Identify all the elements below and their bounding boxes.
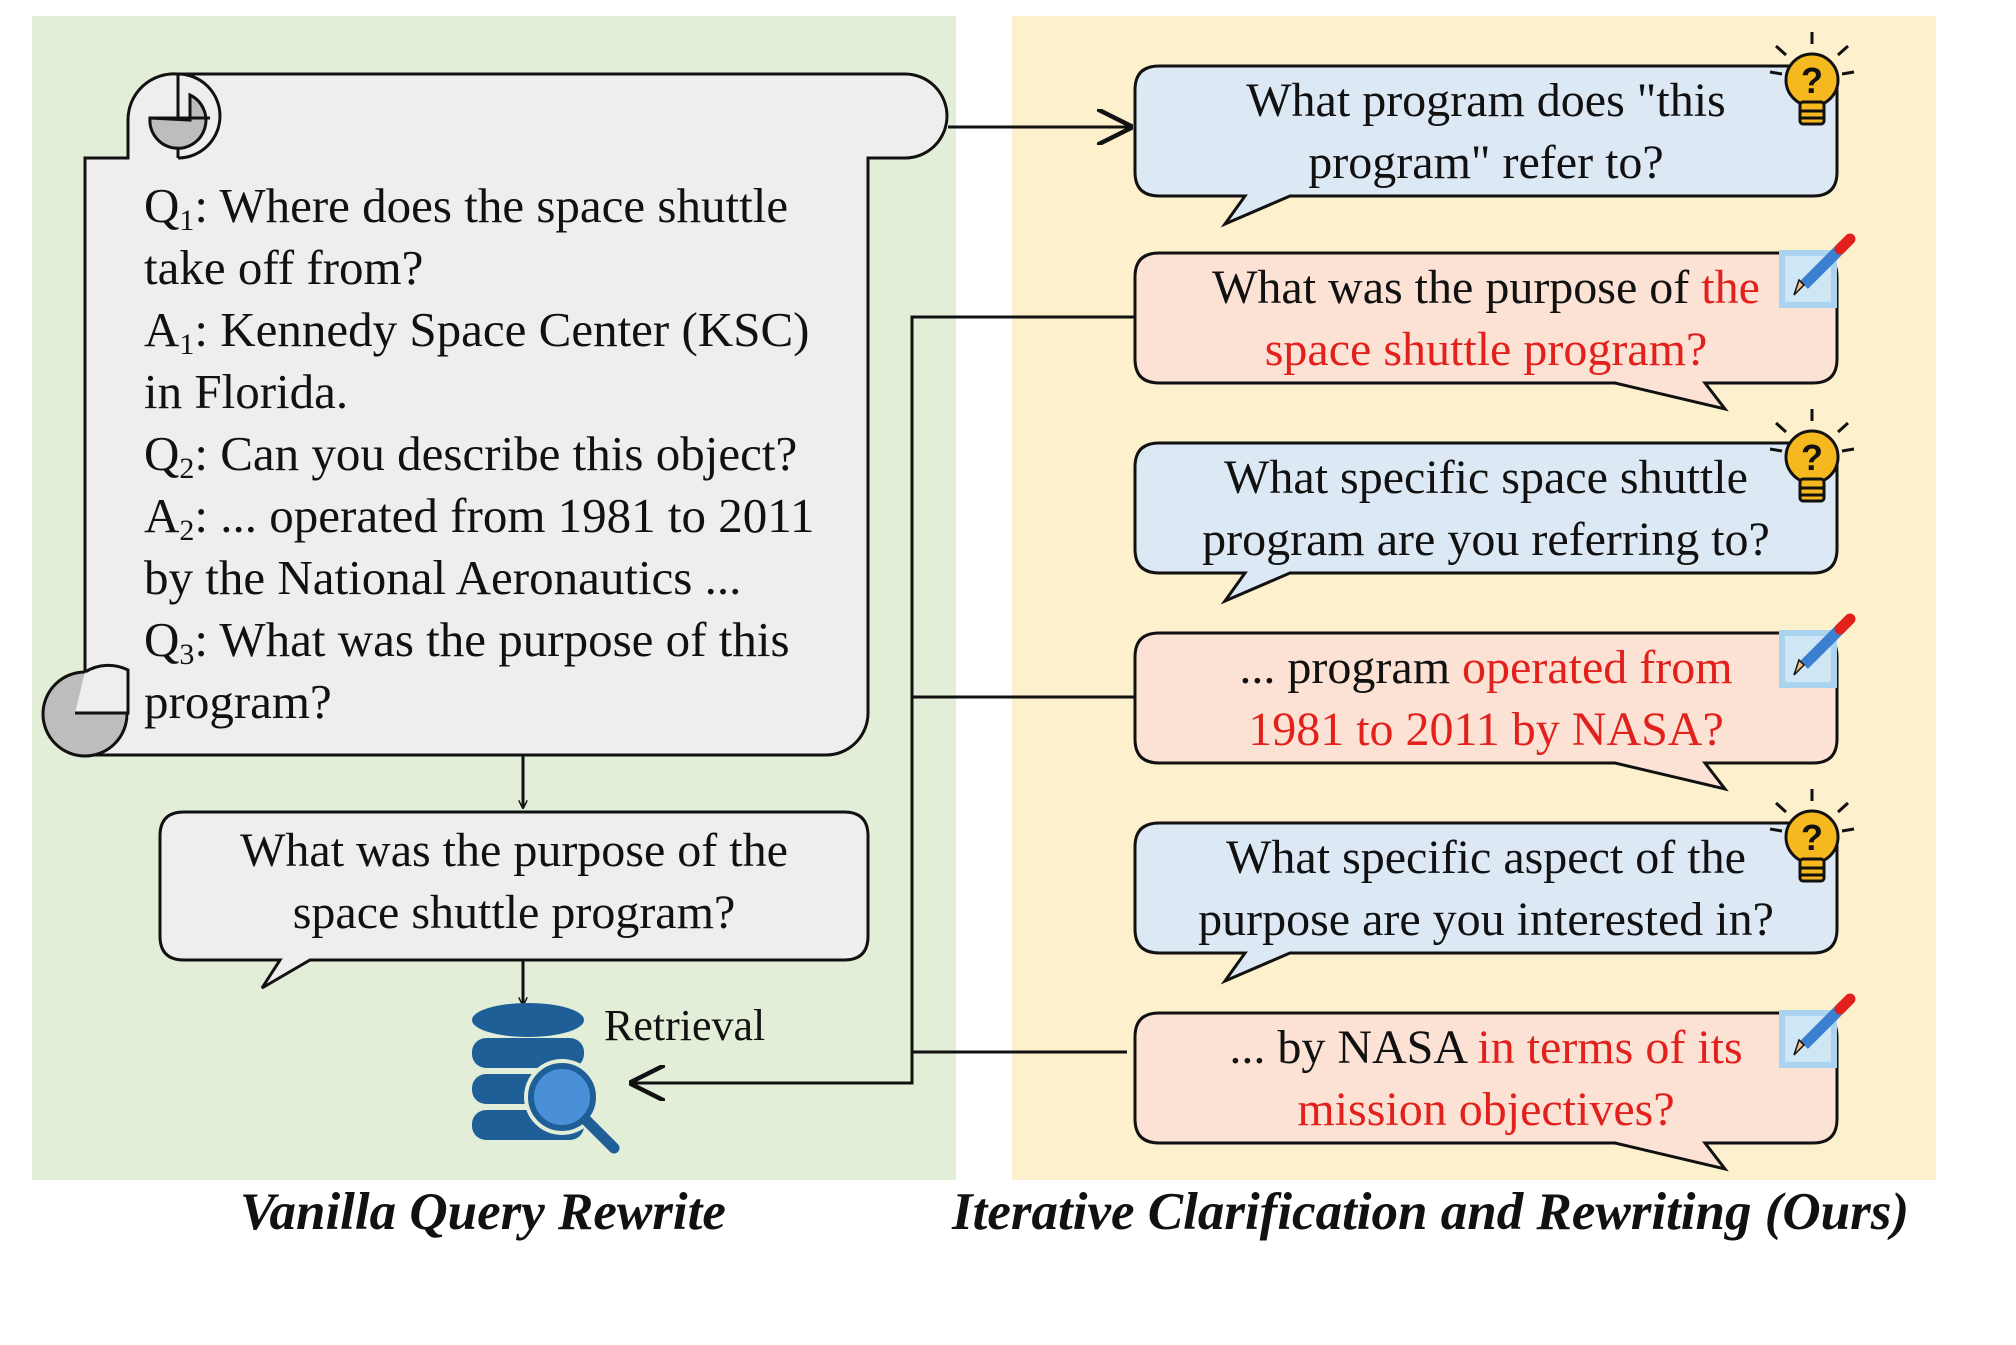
conversation-line: Q2: Can you describe this object? (144, 426, 798, 485)
lightbulb-question-icon: ? (1769, 789, 1855, 883)
lightbulb-question-icon: ? (1769, 409, 1855, 503)
rewrite-query-line: space shuttle program? (1264, 323, 1708, 376)
vanilla-rewrite-bubble (158, 810, 870, 990)
conversation-line: in Florida. (144, 364, 349, 419)
rewrite-to-retrieval-connector (632, 315, 1135, 1083)
retrieval-label: Retrieval (604, 1001, 766, 1050)
rewrite-query-line: 1981 to 2011 by NASA? (1248, 703, 1724, 756)
clarify-question-line: What specific space shuttle (1224, 451, 1748, 504)
conversation-line: A1: Kennedy Space Center (KSC) (144, 302, 810, 361)
ours-panel-background (1012, 16, 1936, 1180)
conversation-line: take off from? (144, 240, 424, 295)
lightbulb-question-icon: ? (1769, 32, 1855, 126)
conversation-line: Q1: Where does the space shuttle (144, 178, 789, 237)
pencil-edit-icon (1779, 233, 1856, 308)
svg-text:?: ? (1801, 817, 1823, 858)
vanilla-panel-title: Vanilla Query Rewrite (240, 1183, 726, 1241)
conversation-line: by the National Aeronautics ... (144, 550, 742, 605)
clarify-question-line: program" refer to? (1308, 136, 1664, 189)
ours-panel-title: Iterative Clarification and Rewriting (O… (952, 1183, 1910, 1241)
rewrite-query-line: ... by NASA in terms of its (1229, 1021, 1743, 1074)
rewrite-query-line: What was the purpose of the (1212, 261, 1760, 314)
rewrite-query-line: mission objectives? (1297, 1083, 1675, 1136)
svg-text:?: ? (1801, 437, 1823, 478)
conversation-line: program? (144, 674, 332, 729)
rewrite-query-line: ... program operated from (1239, 641, 1733, 694)
pencil-edit-icon (1779, 613, 1856, 688)
clarify-question-line: purpose are you interested in? (1198, 893, 1774, 946)
conversation-scroll (41, 72, 949, 758)
pencil-edit-icon (1779, 993, 1856, 1068)
clarify-question-line: program are you referring to? (1202, 513, 1770, 566)
clarify-question-line: What specific aspect of the (1226, 831, 1746, 884)
conversation-line: A2: ... operated from 1981 to 2011 (144, 488, 815, 547)
conversation-line: Q3: What was the purpose of this (144, 612, 790, 671)
vanilla-rewrite-line: space shuttle program? (292, 886, 736, 939)
clarify-question-line: What program does "this (1246, 74, 1726, 127)
vanilla-rewrite-line: What was the purpose of the (240, 824, 788, 877)
svg-text:?: ? (1801, 60, 1823, 101)
database-search-icon (472, 1003, 620, 1154)
